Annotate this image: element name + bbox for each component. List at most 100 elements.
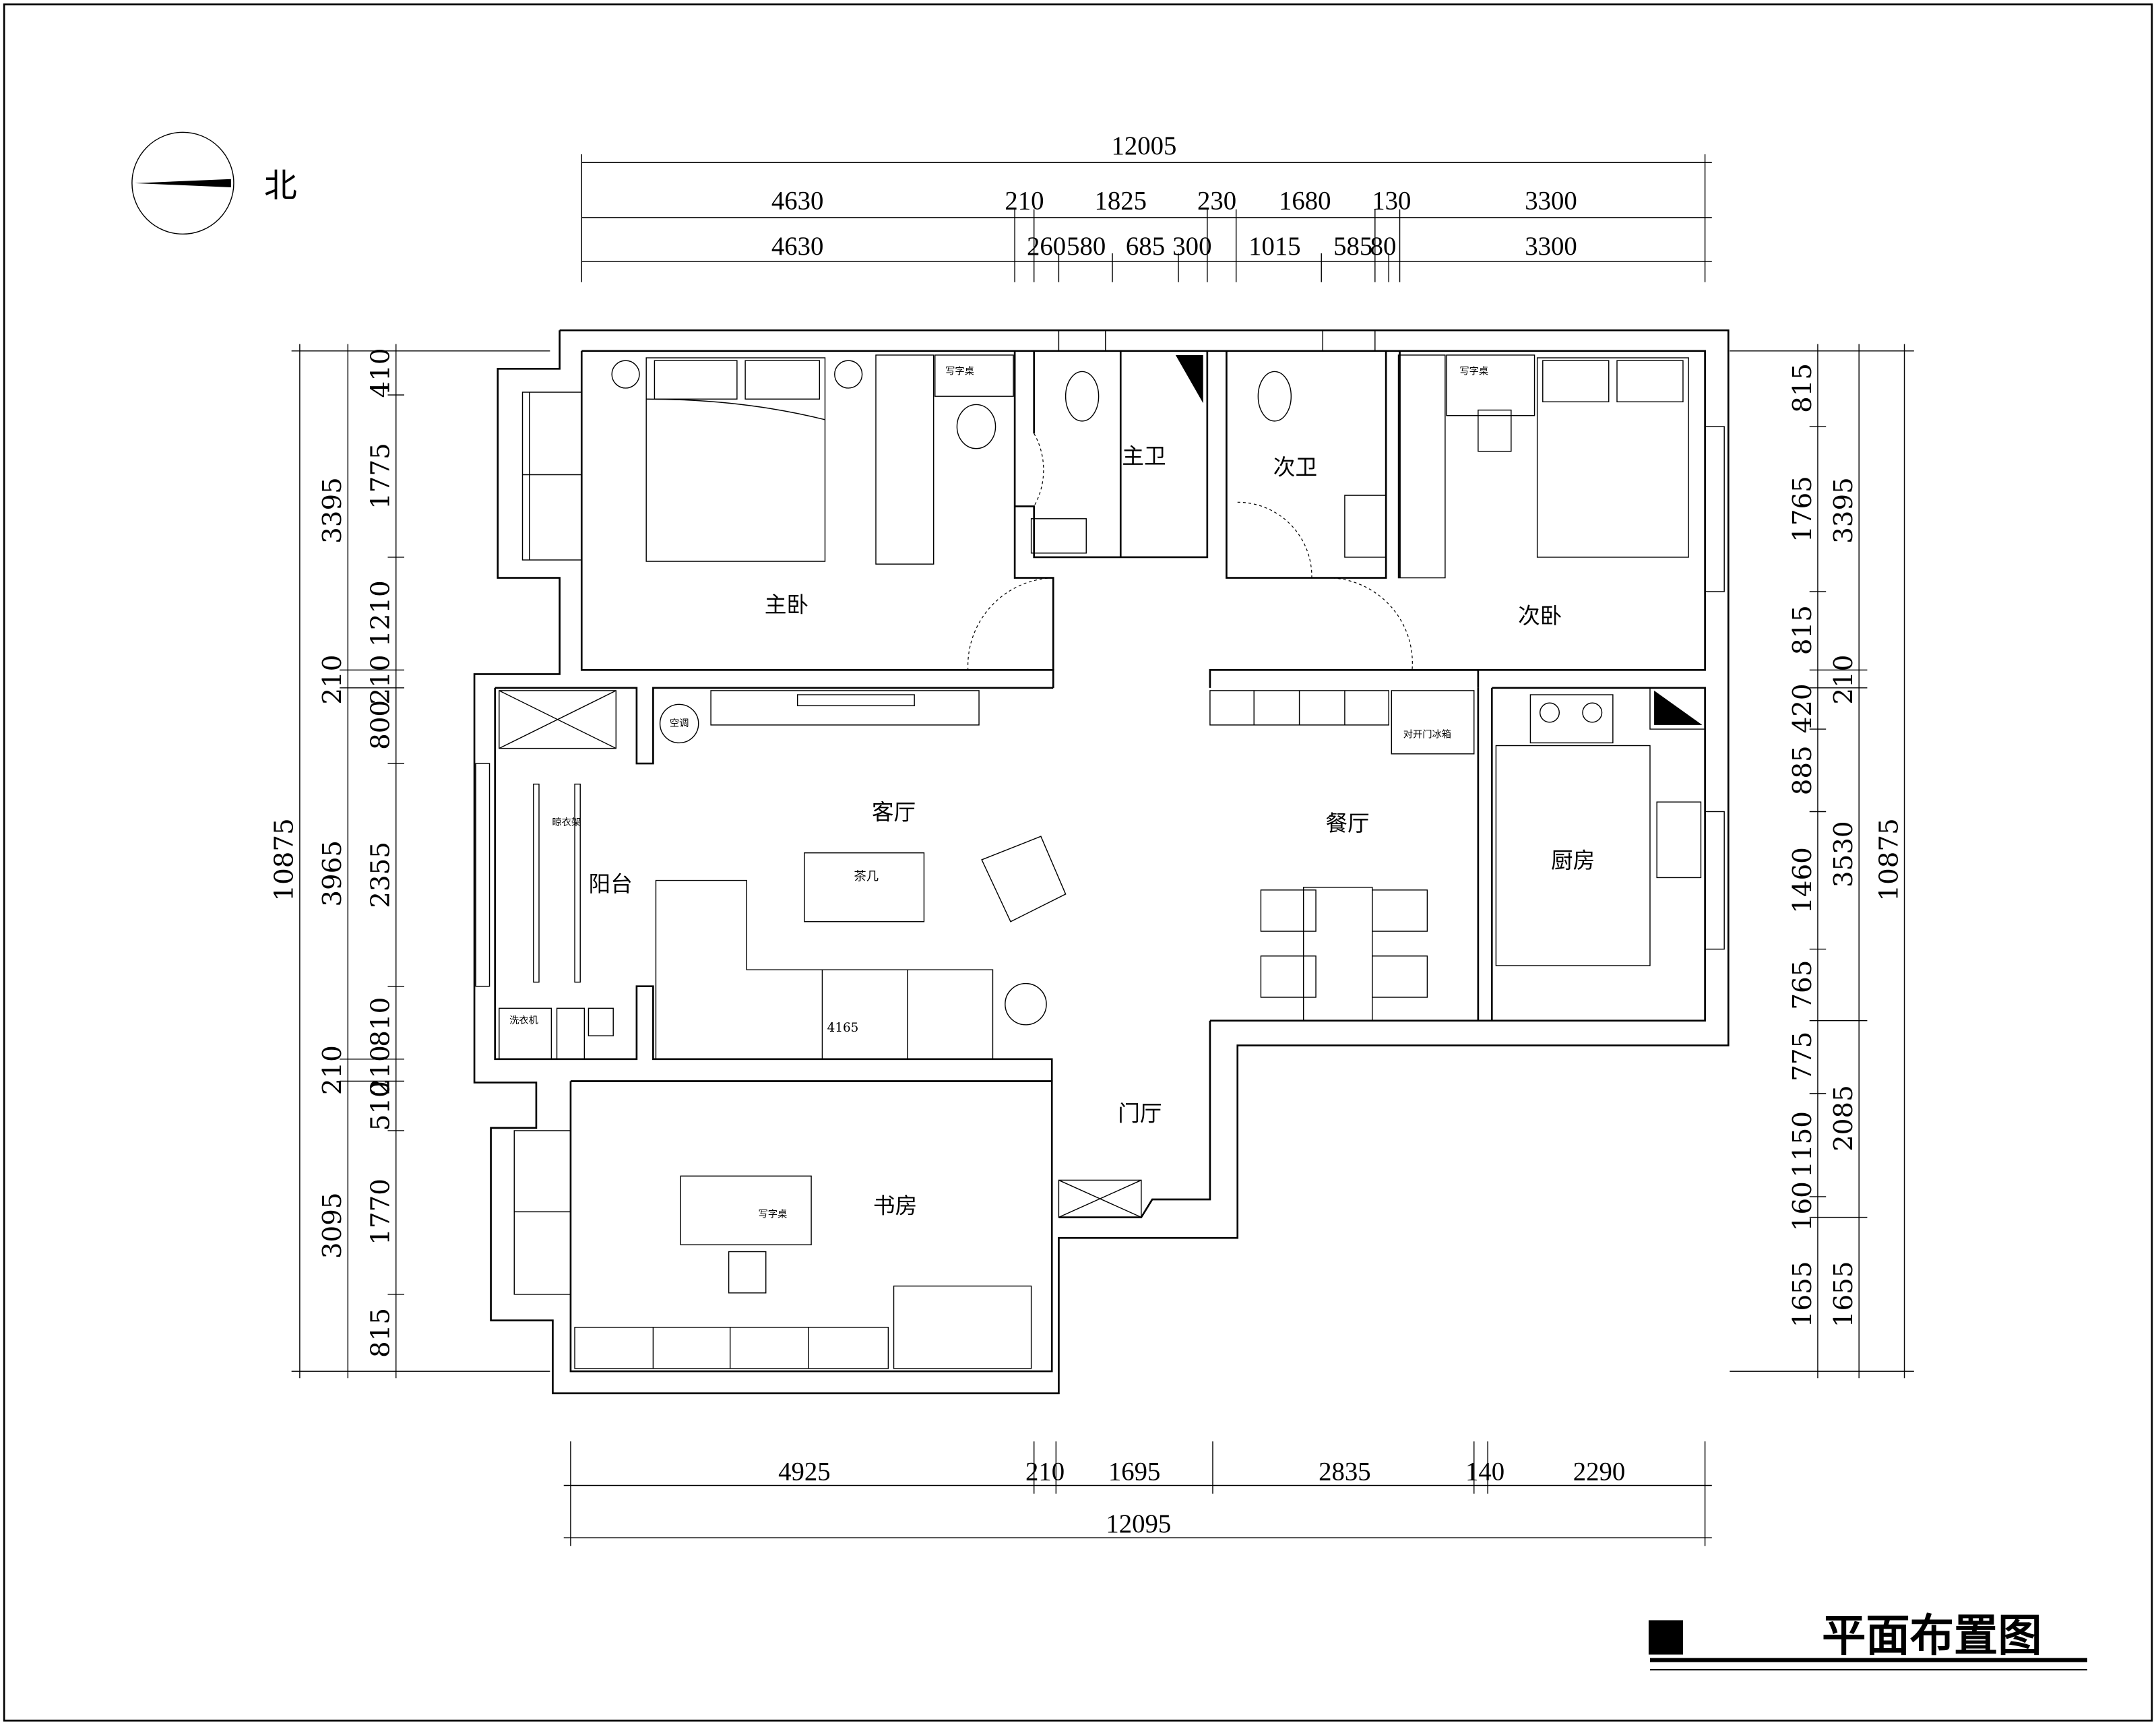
dim-top-total: 12005 [1111, 131, 1176, 160]
sink-icon [1344, 495, 1387, 558]
walls [473, 329, 1730, 1395]
room-second-bath: 次卫 [1273, 454, 1317, 480]
clothes-rack-label: 晾衣架 [552, 817, 581, 828]
drawing-title: 平面布置图 [1648, 1610, 2087, 1670]
dim-right-inner: 1150 [1787, 1111, 1818, 1178]
living-furniture: 空调 茶几 4165 [655, 690, 1067, 1060]
room-second-bedroom: 次卧 [1518, 603, 1562, 629]
desk-label: 写字桌 [945, 366, 974, 377]
dim-right-inner: 1655 [1787, 1261, 1818, 1327]
dim-right-outer: 210 [1829, 655, 1859, 705]
dim-left-inner: 210 [366, 1045, 396, 1095]
dim-right-inner: 1765 [1787, 476, 1818, 542]
study-desk-label: 写字桌 [759, 1209, 788, 1220]
room-dining: 餐厅 [1325, 811, 1369, 836]
room-study: 书房 [873, 1193, 917, 1218]
dim-right-outer: 3530 [1829, 821, 1859, 887]
dim-left-inner: 410 [366, 348, 396, 398]
title-text: 平面布置图 [1822, 1610, 2042, 1661]
dim-top: 1825 [1094, 187, 1147, 216]
dining-kitchen-furniture: 对开门冰箱 [1209, 690, 1702, 1022]
dim-top: 260 [1027, 232, 1066, 261]
dim-left-inner: 210 [366, 655, 396, 705]
room-master-bedroom: 主卧 [765, 592, 808, 618]
master-bedroom-furniture: 写字桌 [611, 354, 1014, 565]
dim-top: 130 [1372, 187, 1411, 216]
desk-label: 写字桌 [1459, 366, 1488, 377]
ac-label: 空调 [670, 718, 689, 729]
dim-left-outer: 3965 [317, 840, 348, 907]
top-dimensions: 12005 4630 210 1825 230 1680 130 3300 46… [581, 131, 1712, 282]
north-label: 北 [264, 166, 297, 205]
drawing-border [3, 3, 2153, 1722]
dim-bottom: 140 [1465, 1457, 1504, 1486]
bathroom-fixtures [1030, 354, 1706, 730]
dim-right-inner: 775 [1787, 1032, 1818, 1081]
dim-right-outer: 3395 [1829, 477, 1859, 544]
tv-icon [796, 694, 915, 707]
windows [475, 330, 1725, 1295]
left-dimensions: 10875 3395 210 3965 210 3095 410 1775 12… [270, 344, 550, 1379]
room-living: 客厅 [872, 800, 916, 825]
dim-left-outer: 3095 [317, 1192, 348, 1259]
dim-right-inner: 815 [1787, 605, 1818, 655]
toilet-icon [1257, 371, 1292, 422]
room-master-bath: 主卫 [1122, 443, 1166, 469]
dim-top: 1015 [1248, 232, 1301, 261]
north-compass: 北 [131, 131, 297, 235]
dim-left-inner: 1210 [366, 580, 396, 647]
dim-left-inner: 800 [366, 700, 396, 750]
study-furniture: 写字桌 [574, 1175, 1032, 1369]
dim-top: 4630 [771, 187, 824, 216]
dim-left-inner: 2355 [366, 842, 396, 908]
dim-bottom: 2835 [1319, 1457, 1371, 1486]
stove-icon [1529, 694, 1614, 744]
dim-top: 580 [1067, 232, 1106, 261]
dim-left-inner: 815 [366, 1308, 396, 1358]
dim-right-inner: 1460 [1787, 847, 1818, 914]
title-square-icon [1648, 1620, 1683, 1655]
dim-left-inner: 810 [366, 997, 396, 1047]
compass-circle [131, 131, 234, 235]
washer-label: 洗衣机 [509, 1015, 538, 1026]
dim-bottom: 2290 [1573, 1457, 1626, 1486]
dim-top: 4630 [771, 232, 824, 261]
dim-top: 3300 [1525, 187, 1577, 216]
kitchen-sink-icon [1656, 801, 1702, 879]
dim-right-inner: 765 [1787, 960, 1818, 1010]
dim-right-inner: 815 [1787, 363, 1818, 413]
right-dimensions: 815 1765 815 420 885 1460 765 775 1150 1… [1730, 344, 1914, 1379]
coffee-table-label: 茶几 [854, 870, 879, 884]
north-arrow-icon [135, 179, 231, 187]
dim-left-outer: 210 [317, 1045, 348, 1095]
dim-top: 585 [1333, 232, 1372, 261]
dim-left-total: 10875 [270, 818, 300, 901]
dim-left-inner: 1775 [366, 443, 396, 509]
balcony-furniture: 晾衣架 洗衣机 [499, 690, 616, 1060]
dim-top: 685 [1126, 232, 1165, 261]
dim-top: 1680 [1279, 187, 1331, 216]
dim-right-inner: 420 [1787, 683, 1818, 733]
dim-left-outer: 210 [317, 655, 348, 705]
room-balcony: 阳台 [588, 871, 632, 897]
dim-top: 210 [1005, 187, 1044, 216]
toilet-icon [1065, 371, 1100, 422]
fridge-label: 对开门冰箱 [1403, 728, 1451, 740]
bottom-dimensions: 4925 210 1695 2835 140 2290 12095 [563, 1441, 1712, 1546]
dim-right-inner: 885 [1787, 745, 1818, 795]
dim-top: 3300 [1525, 232, 1577, 261]
dim-left-outer: 3395 [317, 477, 348, 544]
dim-right-inner: 160 [1787, 1181, 1818, 1231]
dim-left-inner: 510 [366, 1081, 396, 1131]
dim-bottom-total: 12095 [1106, 1509, 1171, 1538]
room-labels: 主卧 主卫 次卫 次卧 客厅 餐厅 厨房 阳台 门厅 书房 [588, 443, 1595, 1218]
dim-top: 80 [1370, 232, 1397, 261]
dim-left-inner: 1770 [366, 1179, 396, 1245]
room-kitchen: 厨房 [1551, 848, 1595, 873]
doors [968, 433, 1413, 671]
dim-bottom: 4925 [778, 1457, 831, 1486]
dim-right-outer: 2085 [1829, 1085, 1859, 1152]
dim-right-outer: 1655 [1829, 1261, 1859, 1327]
sink-icon [1030, 518, 1087, 554]
